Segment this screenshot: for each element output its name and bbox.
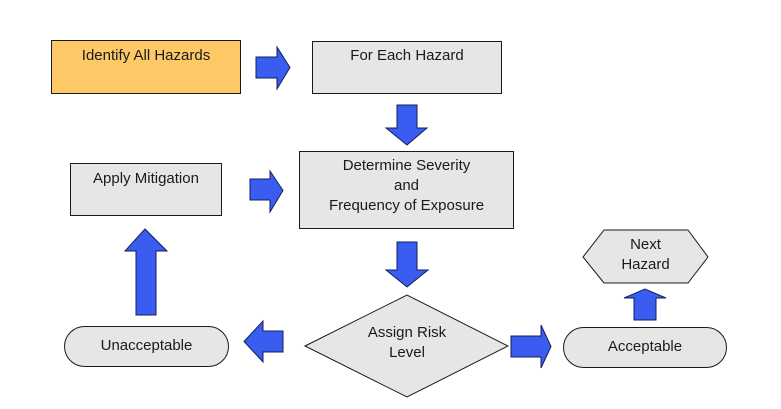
arrow-right-identify-to-foreach bbox=[255, 45, 291, 91]
label-determine-line1: Determine Severity bbox=[342, 157, 471, 174]
label-acceptable: Acceptable bbox=[607, 338, 683, 355]
arrow-up-unacceptable-to-mitigation bbox=[123, 228, 169, 316]
node-unacceptable bbox=[64, 326, 229, 367]
label-unacceptable: Unacceptable bbox=[100, 337, 193, 354]
arrow-left-assign-to-unacceptable bbox=[243, 319, 284, 364]
label-determine-line2: and bbox=[393, 177, 420, 194]
label-apply-mitigation: Apply Mitigation bbox=[93, 170, 199, 187]
arrow-right-assign-to-acceptable bbox=[510, 324, 552, 369]
label-assign-line2: Level bbox=[389, 344, 425, 361]
node-for-each-hazard bbox=[312, 41, 502, 94]
arrow-up-acceptable-to-next bbox=[623, 288, 667, 321]
label-next-line1: Next bbox=[630, 236, 661, 253]
label-for-each-hazard: For Each Hazard bbox=[350, 47, 464, 64]
node-determine-severity bbox=[299, 151, 514, 229]
label-determine-line3: Frequency of Exposure bbox=[328, 197, 485, 214]
label-next-hazard: Next Hazard bbox=[583, 235, 708, 275]
label-next-line2: Hazard bbox=[621, 256, 670, 273]
label-assign-line1: Assign Risk bbox=[367, 324, 447, 341]
node-next-hazard bbox=[582, 229, 709, 284]
label-determine-severity: Determine Severity and Frequency of Expo… bbox=[299, 156, 514, 216]
node-acceptable bbox=[563, 327, 727, 368]
node-identify-all-hazards bbox=[51, 40, 241, 94]
arrow-right-mitigation-to-determine bbox=[249, 169, 284, 214]
arrow-down-determine-to-assign bbox=[384, 241, 430, 288]
arrow-down-foreach-to-determine bbox=[384, 104, 429, 146]
node-apply-mitigation bbox=[70, 163, 222, 216]
node-assign-risk-level bbox=[303, 294, 510, 398]
label-identify-all-hazards: Identify All Hazards bbox=[81, 47, 211, 64]
label-assign-risk-level: Assign Risk Level bbox=[330, 323, 484, 363]
